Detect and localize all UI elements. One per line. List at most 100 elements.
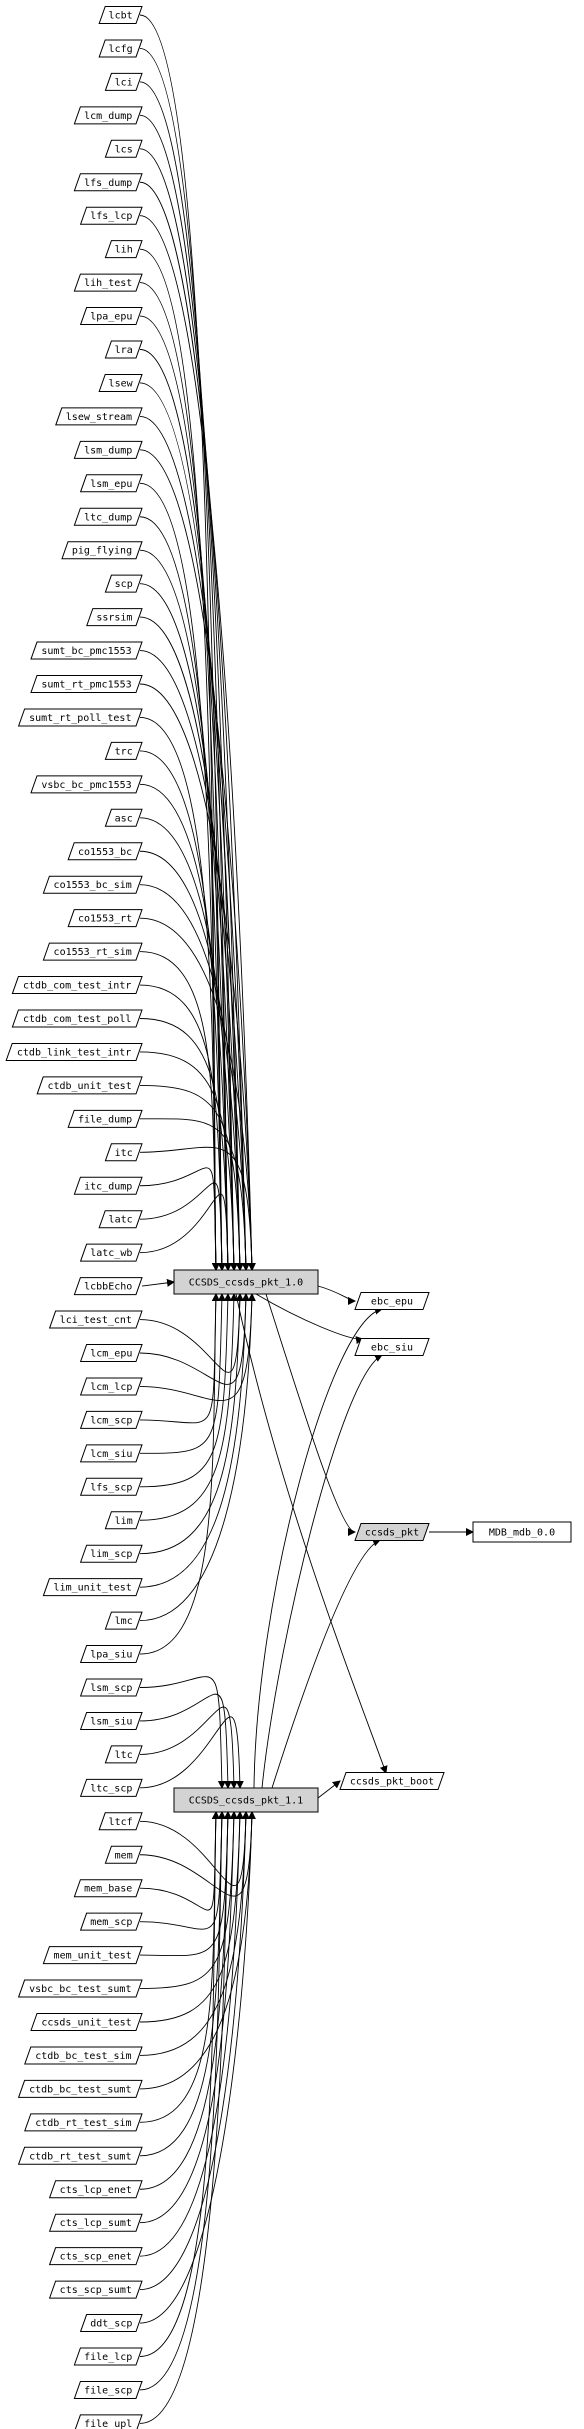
node-lpa-siu: lpa_siu [79, 1645, 143, 1664]
node-cts-lcp-enet-shape [48, 2180, 143, 2199]
node-lci-test-cnt-label: lci_test_cnt [60, 1315, 132, 1326]
edge-lcs [139, 148, 244, 1271]
node-lci-test-cnt-shape [48, 1310, 143, 1329]
node-ctdb-link-test-intr-shape [5, 1042, 143, 1061]
node-ccsds-pkt: ccsds_pkt [354, 1523, 430, 1541]
node-lsm-scp-label: lsm_scp [90, 1683, 132, 1694]
node-lcm-epu: lcm_epu [79, 1344, 143, 1362]
node-trc-label: trc [115, 746, 133, 757]
node-lcm-lcp-shape [79, 1377, 143, 1396]
node-cts-scp-sumt: cts_scp_sumt [48, 2280, 143, 2299]
node-lih: lih [104, 240, 143, 259]
edge-lcm-siu [139, 1293, 226, 1454]
edge-lim [139, 1293, 238, 1521]
node-cts-lcp-sumt: cts_lcp_sumt [48, 2213, 143, 2232]
node-lsm-scp-shape [79, 1678, 143, 1697]
node-latc-shape [98, 1210, 143, 1229]
edge-sumt-bc-pmc1553 [139, 650, 250, 1271]
node-lfs-lcp: lfs_lcp [79, 206, 143, 225]
edge-itc [139, 1146, 256, 1271]
node-file-dump-shape [67, 1109, 143, 1128]
edge-main0-ebc-siu [255, 1293, 364, 1345]
node-sumt-rt-pmc1553: sumt_rt_pmc1553 [30, 675, 143, 693]
node-vsbc-bc-test-sumt-shape [17, 1979, 143, 1998]
node-file-lcp-label: file_lcp [84, 2352, 132, 2363]
edge-ctdb-link-test-intr [139, 1051, 238, 1271]
node-file-scp: file_scp [73, 2380, 143, 2399]
node-lih-test-shape [73, 273, 143, 292]
edge-mem [139, 1811, 256, 1897]
node-scp-shape [104, 574, 143, 593]
node-lih-test: lih_test [73, 273, 143, 292]
node-lcm-dump-label: lcm_dump [84, 111, 132, 122]
edge-file-scp [139, 1811, 226, 2391]
node-mem-scp: mem_scp [79, 1912, 143, 1931]
node-co1553-rt-sim-shape [42, 942, 143, 961]
node-co1553-bc-sim-shape [42, 875, 143, 894]
node-lmc-shape [104, 1611, 143, 1630]
node-lim-label: lim [115, 1516, 133, 1527]
main-node-ccsds-pkt-1-1-shape [173, 1787, 319, 1813]
node-ccsds-pkt-label: ccsds_pkt [365, 1528, 419, 1539]
node-ltc-scp: ltc_scp [79, 1778, 143, 1797]
node-cts-scp-enet-shape [48, 2247, 143, 2266]
node-lcs: lcs [104, 139, 143, 158]
node-file-lcp: file_lcp [73, 2347, 143, 2366]
node-lpa-epu-shape [79, 307, 143, 326]
edge-co1553-bc [139, 850, 244, 1271]
edge-ctdb-bc-test-sim [139, 1811, 250, 2056]
node-itc-label: itc [115, 1148, 133, 1159]
node-lcm-epu-label: lcm_epu [90, 1349, 132, 1360]
edge-lcm-epu [139, 1293, 250, 1385]
node-lim-shape [104, 1511, 143, 1530]
node-lfs-scp-label: lfs_scp [90, 1482, 132, 1493]
main-node-ccsds-pkt-1-0: CCSDS_ccsds_pkt_1.0 [173, 1269, 319, 1295]
edge-cts-lcp-sumt [139, 1811, 238, 2224]
node-pig-flying-label: pig_flying [72, 546, 132, 557]
node-co1553-bc-sim-label: co1553_bc_sim [54, 880, 132, 891]
edge-lim-scp [139, 1293, 244, 1555]
node-asc-shape [104, 808, 143, 827]
node-ccsds-pkt-boot-shape [339, 1772, 445, 1790]
node-lsm-siu-shape [79, 1711, 143, 1730]
edge-ltc-dump [139, 516, 226, 1271]
node-cts-lcp-sumt-label: cts_lcp_sumt [60, 2218, 132, 2229]
node-vsbc-bc-pmc1553-label: vsbc_bc_pmc1553 [41, 780, 131, 791]
node-ltcf-label: ltcf [109, 1817, 133, 1828]
node-cts-scp-sumt-label: cts_scp_sumt [60, 2285, 132, 2296]
node-file-lcp-shape [73, 2347, 143, 2366]
node-lim-scp-label: lim_scp [90, 1549, 132, 1560]
node-itc-dump-shape [73, 1176, 143, 1195]
node-file-upl: file_upl [74, 2414, 143, 2429]
node-lra: lra [104, 340, 143, 359]
node-lcbbecho: lcbbEcho [73, 1277, 143, 1296]
node-latc-wb: latc_wb [79, 1243, 143, 1262]
node-ctdb-com-test-intr-shape [11, 976, 143, 995]
node-mdb-mdb-0-0-shape [472, 1521, 572, 1543]
node-sumt-bc-pmc1553-shape [30, 641, 143, 660]
node-lfs-scp-shape [79, 1477, 143, 1496]
node-lsew-label: lsew [109, 378, 134, 389]
node-ctdb-bc-test-sim: ctdb_bc_test_sim [24, 2046, 143, 2065]
node-ssrsim-label: ssrsim [96, 613, 132, 624]
node-ddt-scp-label: ddt_scp [90, 2319, 132, 2330]
node-file-upl-shape [74, 2414, 143, 2429]
node-ctdb-unit-test-label: ctdb_unit_test [47, 1081, 131, 1092]
node-co1553-rt-shape [67, 909, 143, 928]
node-lfs-lcp-label: lfs_lcp [90, 211, 132, 222]
node-lsew-stream: lsew_stream [55, 407, 143, 426]
node-cts-lcp-enet: cts_lcp_enet [48, 2180, 143, 2199]
node-ctdb-com-test-intr-label: ctdb_com_test_intr [23, 981, 131, 992]
node-lci-test-cnt: lci_test_cnt [48, 1310, 143, 1329]
node-ctdb-bc-test-sumt-shape [17, 2079, 143, 2098]
node-cts-scp-enet-label: cts_scp_enet [60, 2252, 132, 2263]
edge-lfs-lcp [139, 215, 256, 1271]
node-ltc-shape [104, 1745, 143, 1764]
node-ctdb-rt-test-sim: ctdb_rt_test_sim [24, 2113, 143, 2132]
edge-co1553-rt [139, 917, 256, 1271]
node-lsm-dump: lsm_dump [73, 440, 143, 459]
edge-main0-ccsds-pkt [265, 1293, 356, 1536]
node-sumt-bc-pmc1553: sumt_bc_pmc1553 [30, 641, 143, 660]
node-lcm-epu-shape [79, 1344, 143, 1362]
node-lfs-scp: lfs_scp [79, 1477, 143, 1496]
